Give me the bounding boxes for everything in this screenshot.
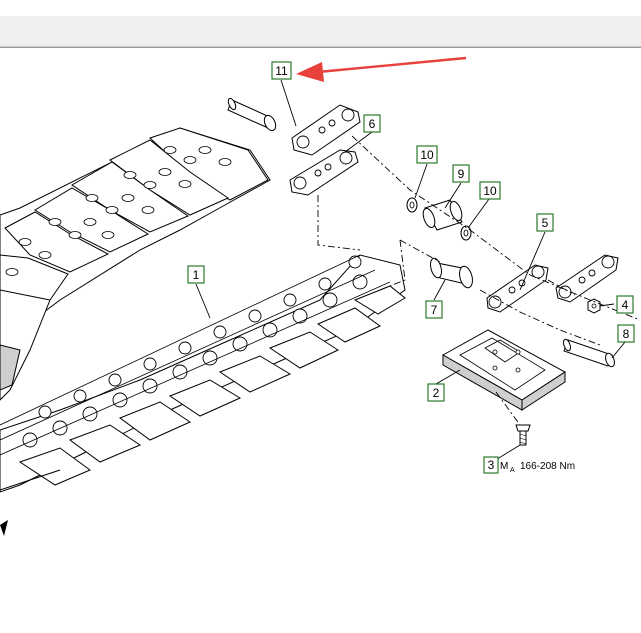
callout-10-upper[interactable]: 10: [416, 145, 438, 164]
callout-9[interactable]: 9: [452, 164, 470, 183]
track-chain-assembly: [0, 127, 406, 493]
shoe-plate-part-2: [441, 329, 566, 411]
callout-2-label: 2: [433, 386, 440, 400]
bushing-part-7: [430, 257, 473, 289]
viewer-toolbar: [0, 16, 641, 47]
callout-5[interactable]: 5: [536, 213, 554, 232]
link-part-5: [486, 264, 549, 313]
callout-2[interactable]: 2: [427, 383, 445, 402]
callout-4[interactable]: 4: [616, 295, 634, 314]
callout-9-label: 9: [458, 167, 465, 181]
torque-annotation: M A 166-208 Nm: [500, 461, 575, 474]
callout-11-label: 11: [275, 64, 288, 78]
bolt-part-3: [515, 424, 531, 446]
edge-marker-icon: [0, 520, 8, 536]
torque-value: 166-208 Nm: [520, 461, 575, 472]
callout-3[interactable]: 3: [483, 456, 499, 474]
callout-7[interactable]: 7: [425, 300, 443, 319]
callout-10-upper-label: 10: [420, 148, 434, 162]
callout-8-label: 8: [623, 327, 630, 341]
toolbar-divider: [0, 47, 641, 48]
assembly-centerlines: [317, 135, 641, 426]
link-part-11: [291, 104, 361, 156]
callout-5-label: 5: [542, 216, 549, 230]
callout-7-label: 7: [431, 303, 438, 317]
callout-10-lower[interactable]: 10: [479, 181, 501, 200]
pin-part-11: [227, 97, 277, 132]
link-part-6: [289, 149, 359, 196]
callout-6[interactable]: 6: [363, 114, 381, 133]
washer-part-10-lower: [460, 225, 472, 241]
callout-1[interactable]: 1: [187, 265, 205, 284]
nut-part-4: [587, 298, 601, 314]
callout-6-label: 6: [369, 117, 376, 131]
callout-8[interactable]: 8: [617, 324, 635, 343]
link-part-5-right: [555, 254, 619, 303]
torque-subscript: A: [510, 467, 515, 474]
torque-symbol: M: [500, 461, 508, 472]
callout-10-lower-label: 10: [483, 184, 497, 198]
washer-part-10-upper: [406, 197, 418, 213]
callout-1-label: 1: [193, 268, 200, 282]
callout-4-label: 4: [622, 298, 629, 312]
track-shoes: [0, 127, 269, 313]
callout-3-label: 3: [488, 458, 495, 472]
callout-11[interactable]: 11: [271, 61, 292, 80]
leader-lines: [195, 79, 626, 462]
bushing-part-9: [422, 199, 463, 231]
red-arrow-pointer: [296, 56, 467, 82]
pin-part-8: [563, 338, 615, 368]
